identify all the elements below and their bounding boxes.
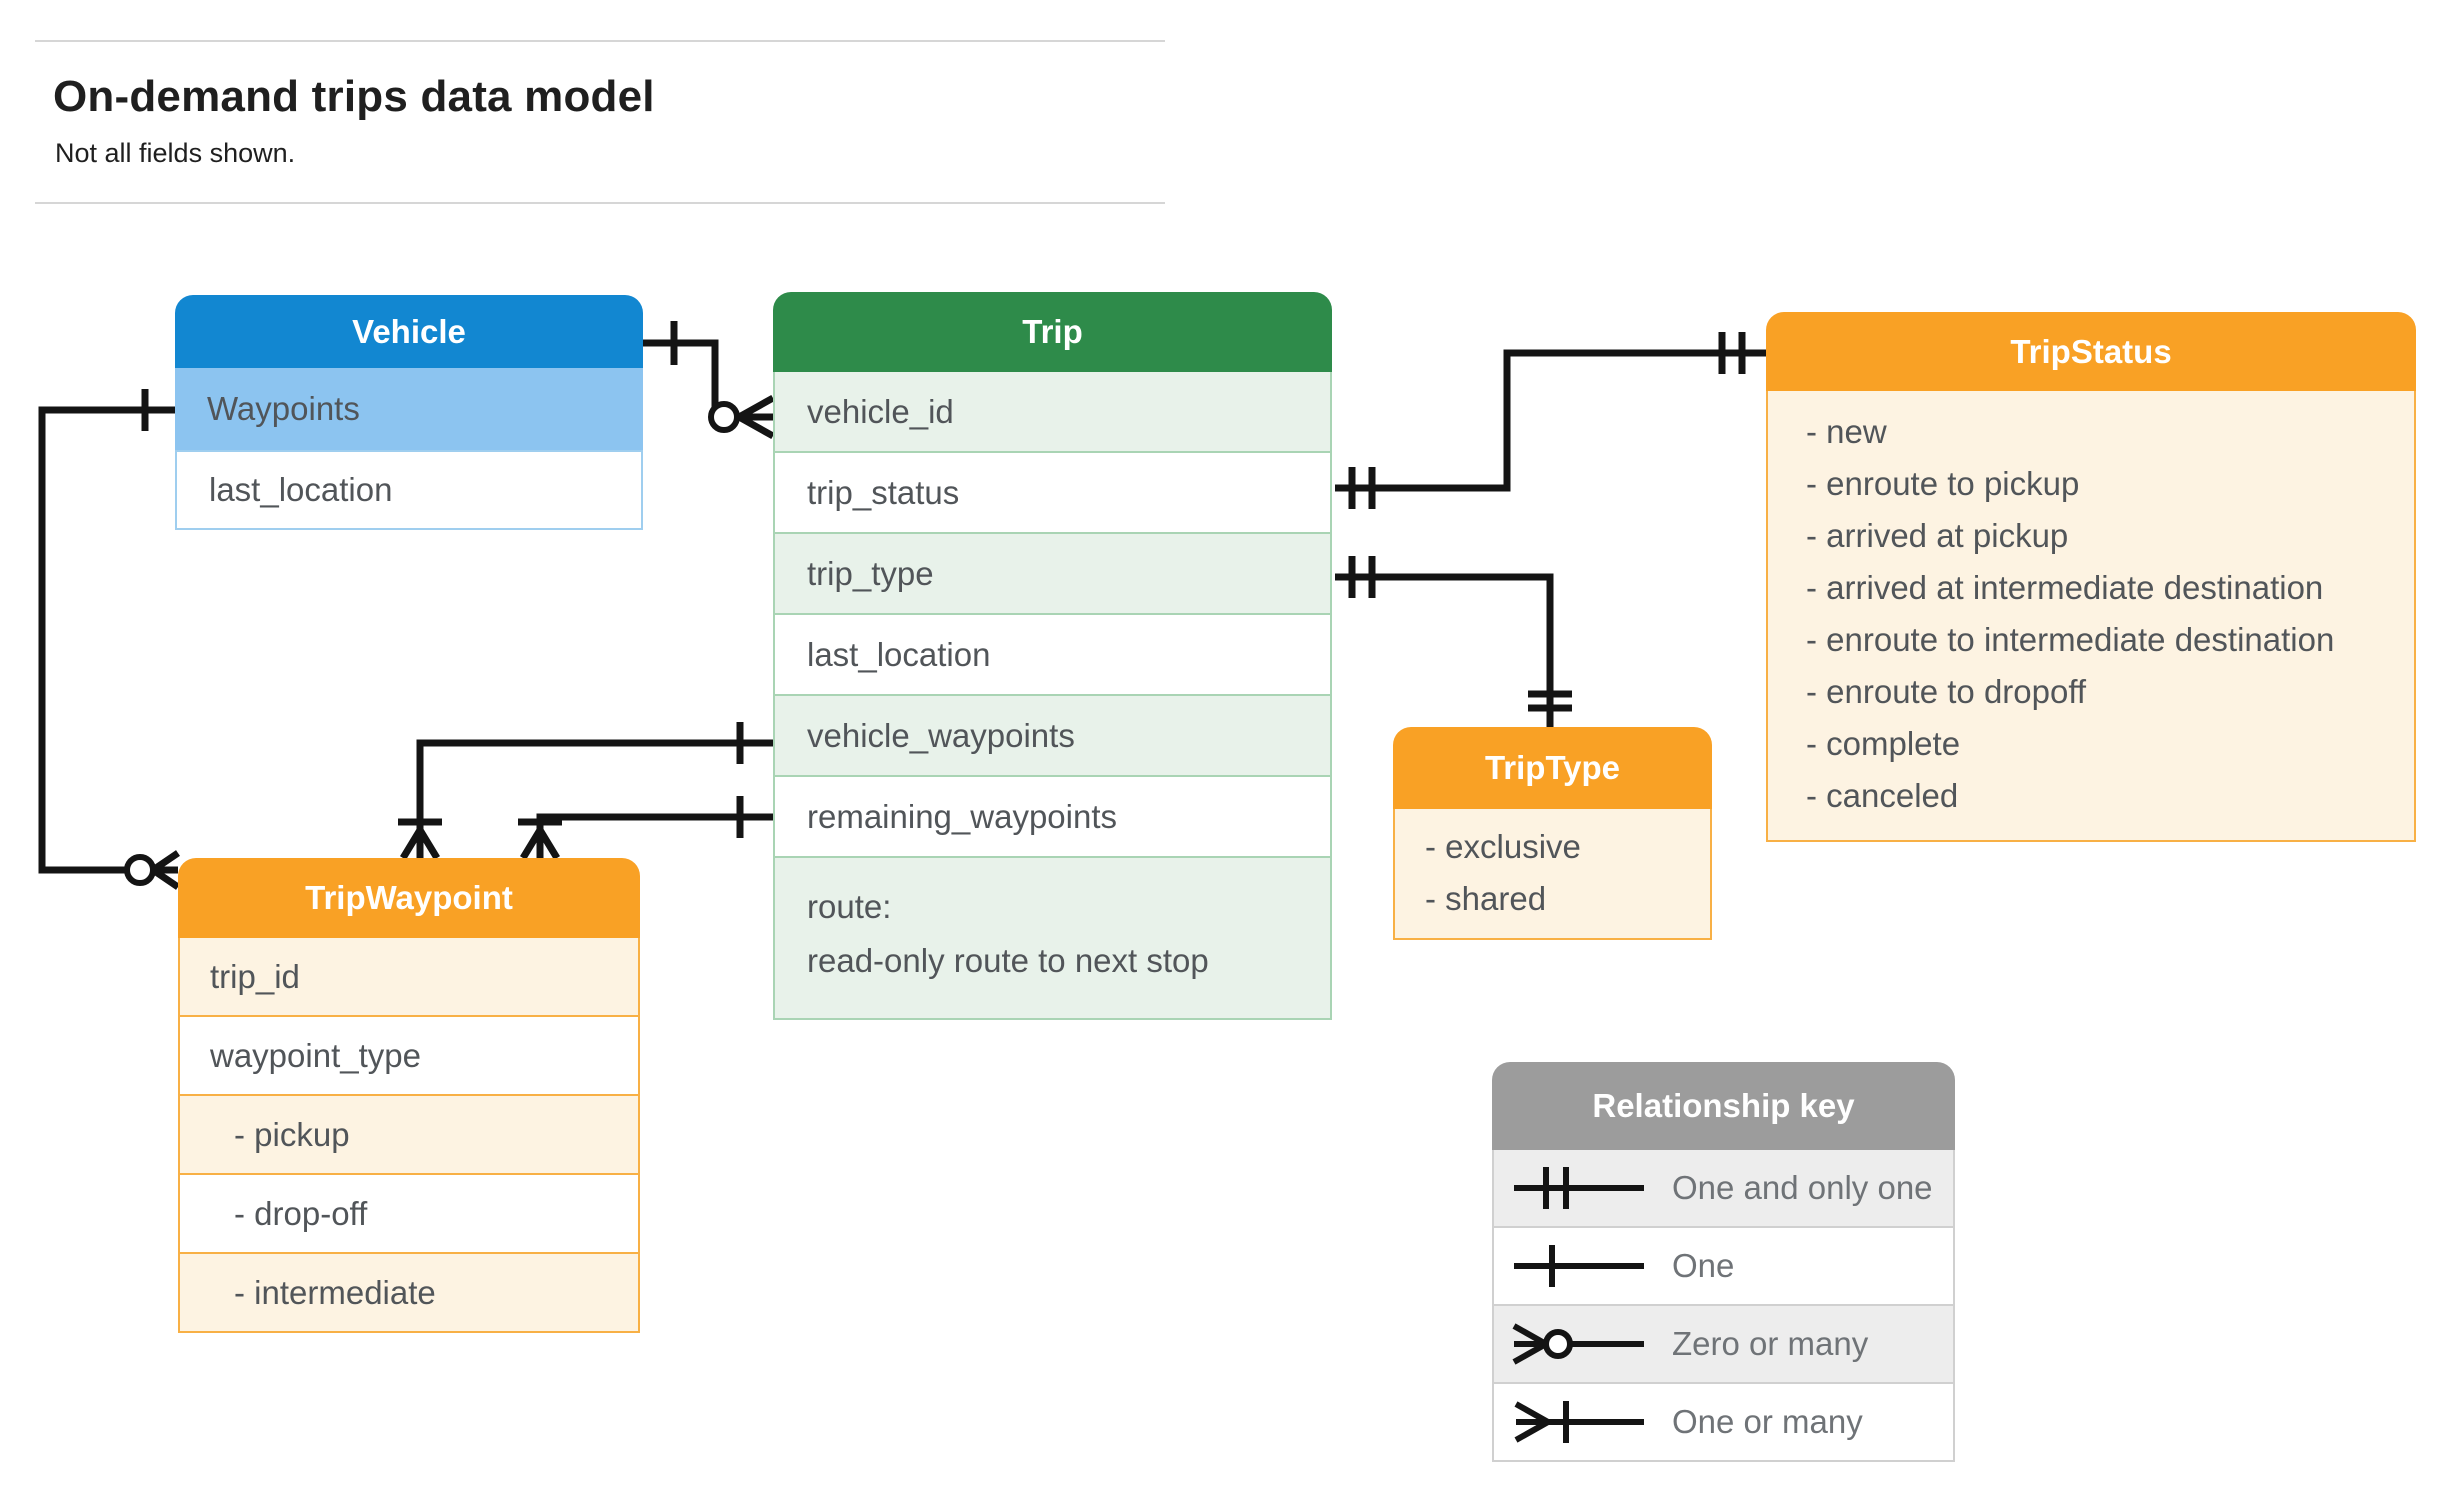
one-symbol [1514, 1245, 1644, 1287]
enum-item: - shared [1425, 880, 1547, 917]
field-label: - drop-off [234, 1195, 368, 1232]
field-row-last-location: last_location [175, 450, 643, 530]
enum-item: - complete [1806, 725, 1961, 762]
enum-item: - enroute to intermediate destination [1806, 621, 2335, 658]
enum-item: - canceled [1806, 777, 1959, 814]
entity-vehicle: Vehicle Waypoints last_location [175, 295, 643, 530]
field-label: Waypoints [207, 390, 360, 427]
legend-row: One and only one [1492, 1150, 1955, 1228]
field-label: waypoint_type [210, 1037, 421, 1074]
field-row-trip-type: trip_type [773, 534, 1332, 615]
trip-triptype-connector [1335, 556, 1572, 727]
entity-tripstatus: TripStatus - new - enroute to pickup - a… [1766, 312, 2416, 842]
field-row-last-location: last_location [773, 615, 1332, 696]
field-row-intermediate: - intermediate [178, 1254, 640, 1333]
enum-item: - arrived at pickup [1806, 517, 2069, 554]
legend-label: One [1672, 1247, 1735, 1284]
field-label: last_location [209, 471, 393, 508]
field-label: trip_status [807, 474, 960, 511]
entity-vehicle-header: Vehicle [175, 295, 643, 368]
legend-row: One [1492, 1228, 1955, 1306]
double-tick [1718, 332, 1746, 374]
page-title: On-demand trips data model [53, 72, 655, 121]
field-row-vehicle-waypoints: vehicle_waypoints [773, 696, 1332, 777]
entity-tripwaypoint: TripWaypoint trip_id waypoint_type - pic… [178, 858, 640, 1333]
zero-many-circle [124, 854, 156, 886]
vehicle-trip-connector [643, 321, 775, 440]
enum-item: - new [1806, 413, 1887, 450]
crow-foot [520, 828, 560, 860]
legend-row: Zero or many [1492, 1306, 1955, 1384]
crow-foot [400, 828, 440, 860]
entity-trip: Trip vehicle_id trip_status trip_type la… [773, 292, 1332, 1020]
relationship-key: Relationship key One and only one One Ze… [1492, 1062, 1955, 1462]
field-row-vehicle-id: vehicle_id [773, 372, 1332, 453]
bottom-divider [35, 202, 1165, 204]
legend-label: One and only one [1672, 1169, 1933, 1206]
entity-triptype-header: TripType [1393, 727, 1712, 809]
trip-remaining-waypoints-connector [518, 796, 773, 860]
top-divider [35, 40, 1165, 42]
double-tick [1528, 690, 1572, 712]
entity-tripwaypoint-header: TripWaypoint [178, 858, 640, 938]
field-label: last_location [807, 636, 991, 673]
one-or-many-symbol [1514, 1401, 1644, 1443]
field-label: - intermediate [234, 1274, 436, 1311]
field-label: remaining_waypoints [807, 798, 1118, 835]
field-label: route: [807, 888, 892, 925]
page-subtitle: Not all fields shown. [55, 138, 296, 168]
zero-many-circle [708, 401, 740, 433]
field-row-trip-status: trip_status [773, 453, 1332, 534]
legend-label: One or many [1672, 1403, 1863, 1440]
legend-title: Relationship key [1592, 1087, 1855, 1124]
field-row-remaining-waypoints: remaining_waypoints [773, 777, 1332, 858]
entity-trip-header: Trip [773, 292, 1332, 372]
zero-or-many-symbol [1512, 1323, 1644, 1365]
entity-title: TripStatus [2010, 333, 2172, 370]
vehicle-waypoints-tripwaypoint-connector [38, 389, 180, 890]
crow-foot [737, 394, 775, 440]
field-row-trip-id: trip_id [178, 938, 640, 1017]
entity-triptype: TripType - exclusive - shared [1393, 727, 1712, 940]
legend-label: Zero or many [1672, 1325, 1869, 1362]
enum-item: - arrived at intermediate destination [1806, 569, 2324, 606]
entity-tripstatus-body: - new - enroute to pickup - arrived at p… [1766, 391, 2416, 842]
field-row-drop-off: - drop-off [178, 1175, 640, 1254]
entity-title: Vehicle [352, 313, 466, 350]
trip-vehicle-waypoints-connector [398, 722, 773, 860]
enum-item: - enroute to dropoff [1806, 673, 2087, 710]
entity-triptype-body: - exclusive - shared [1393, 809, 1712, 940]
field-label: trip_type [807, 555, 934, 592]
field-row-route: route: read-only route to next stop [773, 858, 1332, 1020]
double-tick [1348, 467, 1376, 509]
field-row-pickup: - pickup [178, 1096, 640, 1175]
entity-tripstatus-header: TripStatus [1766, 312, 2416, 391]
entity-title: TripType [1484, 749, 1621, 786]
legend-row: One or many [1492, 1384, 1955, 1462]
field-label: - pickup [234, 1116, 350, 1153]
field-row-waypoints: Waypoints [175, 368, 643, 450]
field-label: vehicle_id [807, 393, 954, 430]
field-label: trip_id [210, 958, 300, 995]
entity-title: Trip [1022, 313, 1083, 350]
field-description: read-only route to next stop [807, 942, 1209, 979]
double-tick [1348, 556, 1376, 598]
crow-foot [151, 850, 180, 890]
field-row-waypoint-type: waypoint_type [178, 1017, 640, 1096]
relationship-key-header: Relationship key [1492, 1062, 1955, 1150]
enum-item: - enroute to pickup [1806, 465, 2080, 502]
trip-tripstatus-connector [1335, 332, 1766, 509]
field-label: vehicle_waypoints [807, 717, 1075, 754]
one-and-only-one-symbol [1514, 1167, 1644, 1209]
enum-item: - exclusive [1425, 828, 1581, 865]
entity-title: TripWaypoint [305, 879, 513, 916]
